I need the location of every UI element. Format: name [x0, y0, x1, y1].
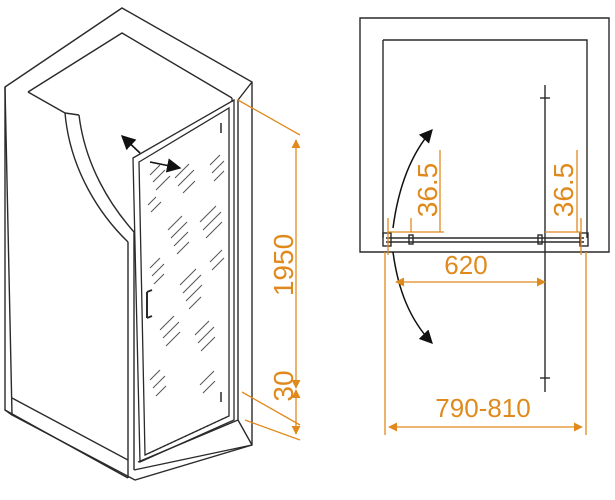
enclosure-walls [4, 7, 253, 481]
door-swing-arrow-icon [392, 128, 433, 344]
total-width-dimension: 790-810 [384, 252, 587, 435]
door-handle-icon [146, 289, 153, 319]
height-dimension-label: 1950 [268, 234, 299, 296]
right-offset-dimension: 36.5 [545, 150, 582, 255]
door-width-label: 620 [444, 250, 487, 280]
left-offset-label: 36.5 [412, 163, 443, 218]
left-offset-dimension: 36.5 [387, 150, 444, 255]
shower-door [132, 98, 235, 463]
plan-view: 36.5 36.5 620 790-810 [359, 17, 610, 435]
base-dimension-label: 30 [268, 370, 299, 401]
total-width-label: 790-810 [435, 393, 530, 423]
glass-pattern [147, 154, 225, 397]
base-dimension: 30 [244, 370, 301, 441]
perspective-view: 1950 30 [4, 7, 301, 481]
right-offset-label: 36.5 [548, 163, 579, 218]
height-dimension: 1950 [237, 99, 301, 426]
door-swing-arrow-icon [120, 135, 182, 173]
door-width-dimension: 620 [395, 250, 546, 287]
enclosure-plan [359, 17, 610, 392]
